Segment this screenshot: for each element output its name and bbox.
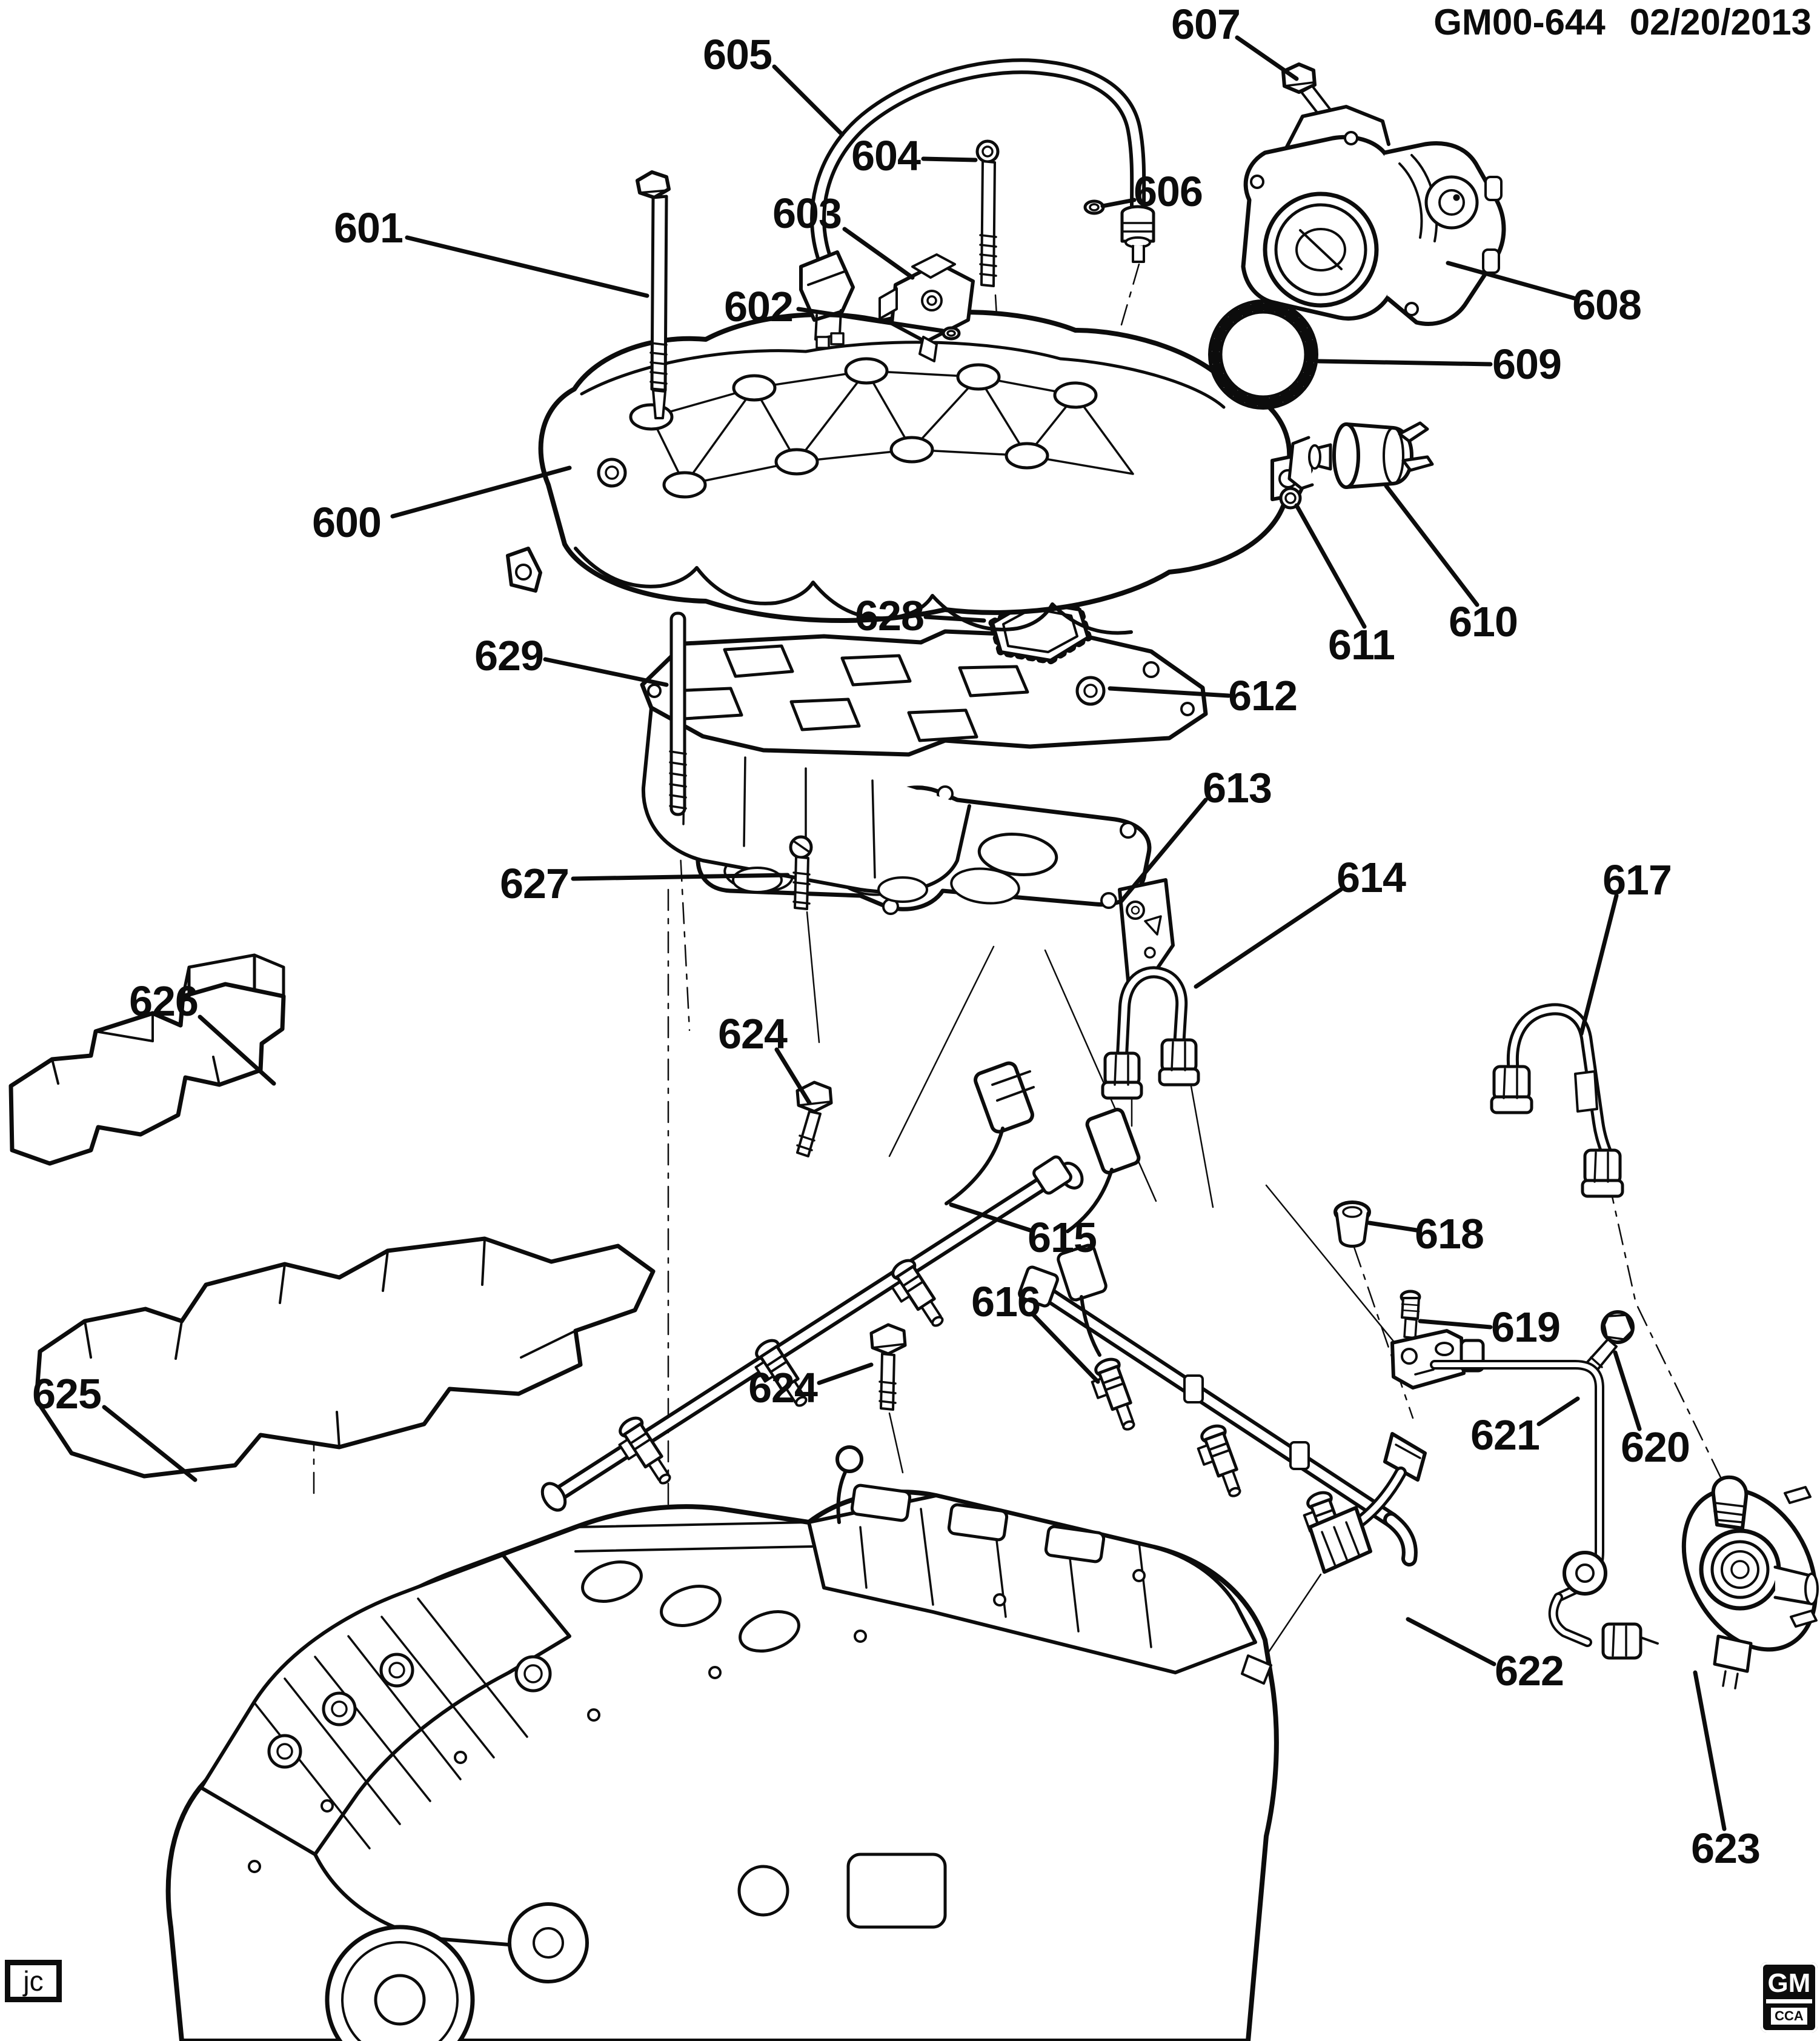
- callout-throttle-body-bolt: 607: [1171, 1, 1240, 48]
- part-fuel-rail-right-bank-616: [1018, 1244, 1418, 1568]
- part-purge-solenoid-valve-610: [1287, 421, 1434, 490]
- part-sensor-cap-618: [1333, 1200, 1371, 1248]
- callout-fuel-rail-right-bank: 616: [971, 1278, 1040, 1325]
- callout-sensor-seal-washer: 602: [724, 283, 793, 330]
- part-fuel-rail-left-bank-615: [540, 1061, 1141, 1512]
- part-fuel-rail-bolt-rear-624: [869, 1323, 907, 1411]
- callout-fuel-feed-rear-pipe: 621: [1470, 1411, 1539, 1459]
- leader-throttle-body: [1446, 261, 1576, 301]
- part-manifold-insulator-lower-625: [34, 1236, 656, 1479]
- part-manifold-stud-629: [669, 611, 687, 816]
- part-engine-assembly: [165, 1445, 1279, 2041]
- callout-lower-intake-manifold: 612: [1228, 672, 1297, 719]
- callout-upper-intake-manifold: 600: [312, 499, 381, 546]
- callout-pipe-seal-washer: 606: [1134, 168, 1203, 215]
- leader-manifold-bolt-long: [405, 235, 649, 298]
- callout-purge-solenoid-valve: 610: [1449, 598, 1518, 645]
- part-pcv-hose-605: [799, 58, 1155, 349]
- leader-pcv-hose: [772, 64, 845, 137]
- callout-manifold-port-seal: 628: [855, 592, 924, 639]
- callout-fuel-rail-bolt-rear: 624: [748, 1364, 818, 1411]
- part-fuel-feed-front-pipe-617: [1490, 1003, 1624, 1198]
- callout-lower-manifold-gasket: 613: [1203, 764, 1272, 811]
- leader-lower-manifold-bolt: [571, 873, 790, 881]
- leader-fuel-rail-right-bank: [1031, 1313, 1100, 1384]
- gm-logo: GM CCA: [1761, 1962, 1818, 2033]
- part-solenoid-o-ring-611: [1279, 487, 1302, 510]
- leader-sensor-cap: [1367, 1220, 1419, 1233]
- document-number: GM00-644: [1433, 2, 1606, 42]
- leader-sensor-bolt: [921, 156, 978, 162]
- leader-fuel-rail-bolt-front: [774, 1047, 812, 1105]
- part-fuel-rail-bolt-front-624: [795, 1080, 833, 1157]
- part-throttle-body-gasket-ring-609: [1208, 299, 1318, 410]
- callout-high-pressure-fuel-pump: 623: [1691, 1825, 1760, 1872]
- callout-fuel-feed-front-pipe: 617: [1602, 856, 1672, 904]
- leader-upper-intake-manifold: [390, 465, 572, 519]
- leader-manifold-port-seal: [923, 614, 986, 623]
- part-fuel-feed-rear-pipe-621: [1390, 1329, 1659, 1660]
- part-pressure-sensor-fitting-619: [1400, 1290, 1421, 1339]
- leader-high-pressure-fuel-pump: [1693, 1670, 1727, 1831]
- leader-throttle-body-gasket-ring: [1316, 359, 1493, 367]
- leader-solenoid-o-ring: [1294, 503, 1367, 629]
- author-initials-box: jc: [5, 1960, 62, 2002]
- callout-pump-bracket-bolt: 620: [1621, 1423, 1690, 1471]
- callout-pressure-sensor-fitting: 619: [1491, 1304, 1560, 1351]
- part-fuel-feed-crossover-pipe-614: [1101, 878, 1200, 1100]
- part-throttle-body-608: [1241, 105, 1506, 326]
- part-lower-manifold-bolt-627: [789, 835, 813, 910]
- leader-pressure-sensor-fitting: [1418, 1319, 1493, 1330]
- callout-throttle-body-gasket-ring: 609: [1492, 341, 1561, 388]
- leader-fuel-feed-crossover-pipe: [1194, 887, 1343, 989]
- part-pipe-seal-washer-606: [1083, 199, 1105, 215]
- leader-throttle-body-bolt: [1235, 35, 1299, 81]
- leader-sensor-seal-washer: [796, 307, 945, 333]
- leader-lower-manifold-gasket: [1118, 797, 1208, 904]
- callout-throttle-body: 608: [1572, 281, 1641, 328]
- leader-purge-solenoid-valve: [1384, 484, 1480, 607]
- leader-fuel-rail-left-bank: [949, 1202, 1032, 1233]
- part-high-pressure-fuel-pump-623: [1681, 1475, 1819, 1690]
- callout-manifold-insulator-upper: 626: [129, 977, 198, 1025]
- callout-manifold-stud: 629: [474, 632, 543, 679]
- callout-sensor-cap: 618: [1415, 1210, 1484, 1257]
- author-initials: jc: [23, 1965, 44, 1997]
- leader-lines: [102, 35, 1727, 1831]
- gm-logo-subtext: CCA: [1771, 2008, 1807, 2025]
- leader-fuel-rail-bolt-rear: [817, 1362, 874, 1385]
- leader-lower-intake-manifold: [1108, 686, 1231, 698]
- part-manifold-bolt-long-601: [636, 170, 671, 419]
- leader-pump-bracket-bolt: [1613, 1350, 1642, 1431]
- leader-pipe-seal-washer: [1100, 198, 1137, 208]
- drawing-title-block: GM00-644 02/20/2013: [1433, 1, 1812, 43]
- callout-solenoid-o-ring: 611: [1328, 621, 1395, 668]
- leader-manifold-insulator-upper: [198, 1014, 276, 1086]
- callout-map-sensor: 603: [772, 190, 842, 237]
- callout-fuel-rail-bolt-front: 624: [718, 1010, 788, 1057]
- leader-manifold-stud: [543, 657, 669, 687]
- callout-lower-manifold-bolt: 627: [500, 860, 569, 907]
- leader-fuel-feed-rear-pipe: [1536, 1396, 1580, 1427]
- leader-fuel-feed-front-pipe: [1579, 893, 1619, 1036]
- callout-fuel-return-hose: 622: [1495, 1647, 1564, 1694]
- leader-map-sensor: [842, 227, 915, 280]
- part-sensor-bolt-604: [975, 139, 1000, 287]
- callout-manifold-insulator-lower: 625: [32, 1370, 101, 1417]
- part-fuel-return-hose-622: [1241, 1432, 1427, 1685]
- callout-sensor-bolt: 604: [851, 132, 921, 179]
- callout-fuel-rail-left-bank: 615: [1028, 1214, 1097, 1261]
- part-upper-intake-manifold-600: [506, 309, 1313, 635]
- part-sensor-seal-washer-602: [942, 326, 961, 341]
- callout-pcv-hose: 605: [703, 31, 772, 78]
- document-date: 02/20/2013: [1629, 2, 1812, 42]
- gm-logo-text: GM: [1765, 1970, 1813, 2003]
- callout-manifold-bolt-long: 601: [334, 204, 403, 251]
- leader-fuel-return-hose: [1406, 1617, 1496, 1666]
- callout-fuel-feed-crossover-pipe: 614: [1337, 854, 1406, 901]
- leader-manifold-insulator-lower: [102, 1405, 198, 1482]
